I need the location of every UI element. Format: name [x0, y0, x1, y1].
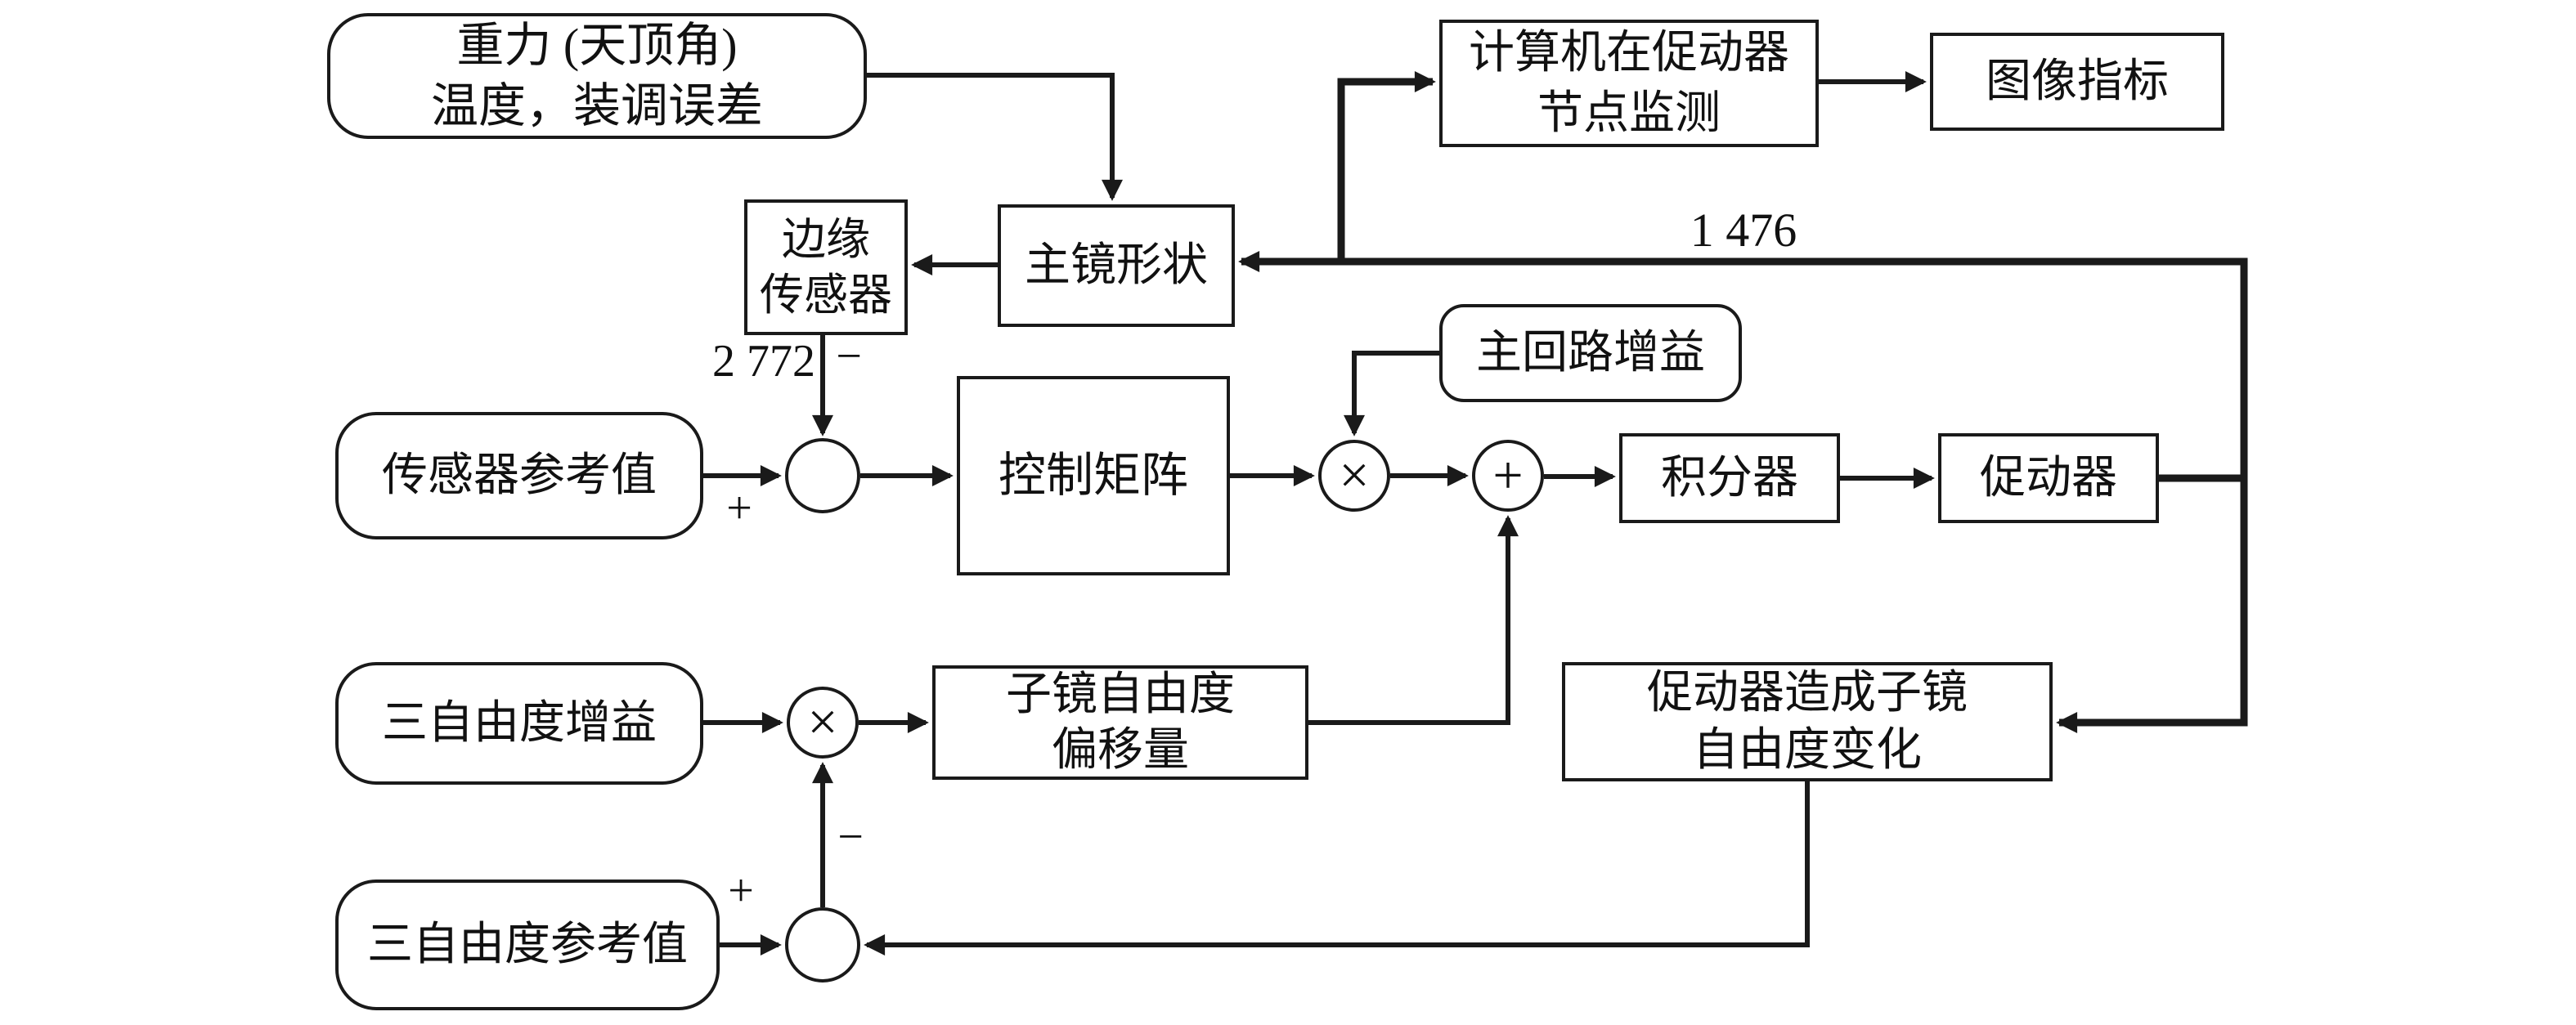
- node-actuator-label: 促动器: [1980, 453, 2117, 504]
- summing-junction-main: +: [1472, 440, 1544, 512]
- node-image-metric: 图像指标: [1930, 33, 2224, 131]
- node-dof-reference-label: 三自由度参考值: [367, 920, 688, 970]
- connector-main-loop-gain-to-multiply1: [1344, 351, 1439, 436]
- summing-junction-main-symbol: +: [1492, 445, 1524, 505]
- node-main-loop-gain: 主回路增益: [1439, 304, 1742, 402]
- summing-junction-sensor: [785, 438, 860, 513]
- node-control-matrix: 控制矩阵: [957, 376, 1230, 575]
- node-mirror-shape-label: 主镜形状: [1025, 240, 1208, 291]
- node-image-metric-label: 图像指标: [1986, 56, 2169, 107]
- connector-actuator-feedback-to-mirror-shape: [1238, 251, 2248, 482]
- node-dof-offset: 子镜自由度 偏移量: [932, 665, 1308, 780]
- node-actuator-effect: 促动器造成子镜 自由度变化: [1562, 662, 2053, 781]
- label-minus-edge-sensor: −: [836, 331, 862, 382]
- node-main-loop-gain-label: 主回路增益: [1476, 328, 1705, 378]
- node-edge-sensor-line1: 边缘: [782, 215, 870, 264]
- label-plus-sensor-ref: +: [726, 483, 752, 534]
- multiplier-main-loop-symbol: ×: [1339, 445, 1370, 505]
- node-dof-offset-line2: 偏移量: [1052, 725, 1189, 776]
- node-dof-gain: 三自由度增益: [335, 662, 703, 785]
- node-sensor-reference-label: 传感器参考值: [382, 450, 657, 501]
- connector-feedback-to-computer-monitor: [1337, 71, 1436, 262]
- node-integrator: 积分器: [1619, 433, 1840, 523]
- node-gravity-line2: 温度，装调误差: [430, 79, 763, 132]
- multiplier-main-loop: ×: [1318, 440, 1390, 512]
- node-dof-offset-line1: 子镜自由度: [1006, 669, 1235, 720]
- connector-feedback-to-actuator-effect: [2056, 478, 2248, 733]
- summing-junction-dof: [785, 907, 860, 982]
- multiplier-dof: ×: [787, 687, 859, 759]
- node-sensor-reference: 传感器参考值: [335, 412, 703, 539]
- node-computer-monitor-line1: 计算机在促动器: [1469, 28, 1789, 78]
- label-minus-dof-feedback: −: [837, 812, 864, 862]
- node-gravity-disturbance: 重力 (天顶角) 温度，装调误差: [327, 13, 867, 139]
- connector-dof-offset-to-sum2: [1308, 515, 1519, 725]
- node-actuator: 促动器: [1938, 433, 2159, 523]
- node-integrator-label: 积分器: [1661, 453, 1798, 504]
- connector-gravity-to-mirror-shape: [867, 73, 1123, 201]
- connector-actuator-effect-to-sum3: [864, 781, 1810, 956]
- node-gravity-line1: 重力 (天顶角): [456, 19, 738, 72]
- node-edge-sensor: 边缘 传感器: [744, 199, 908, 335]
- node-dof-gain-label: 三自由度增益: [382, 698, 657, 749]
- node-control-matrix-label: 控制矩阵: [998, 449, 1188, 502]
- node-computer-monitor: 计算机在促动器 节点监测: [1439, 20, 1819, 147]
- node-dof-reference: 三自由度参考值: [335, 880, 720, 1010]
- label-actuator-count: 1 476: [1690, 204, 1797, 257]
- label-edge-sensor-count: 2 772: [712, 336, 815, 387]
- node-actuator-effect-line2: 自由度变化: [1693, 725, 1922, 776]
- node-edge-sensor-line2: 传感器: [760, 271, 892, 320]
- node-computer-monitor-line2: 节点监测: [1537, 88, 1721, 139]
- multiplier-dof-symbol: ×: [807, 692, 838, 752]
- node-actuator-effect-line1: 促动器造成子镜: [1647, 668, 1968, 718]
- label-plus-dof-ref: +: [728, 866, 754, 916]
- node-mirror-shape: 主镜形状: [998, 204, 1235, 327]
